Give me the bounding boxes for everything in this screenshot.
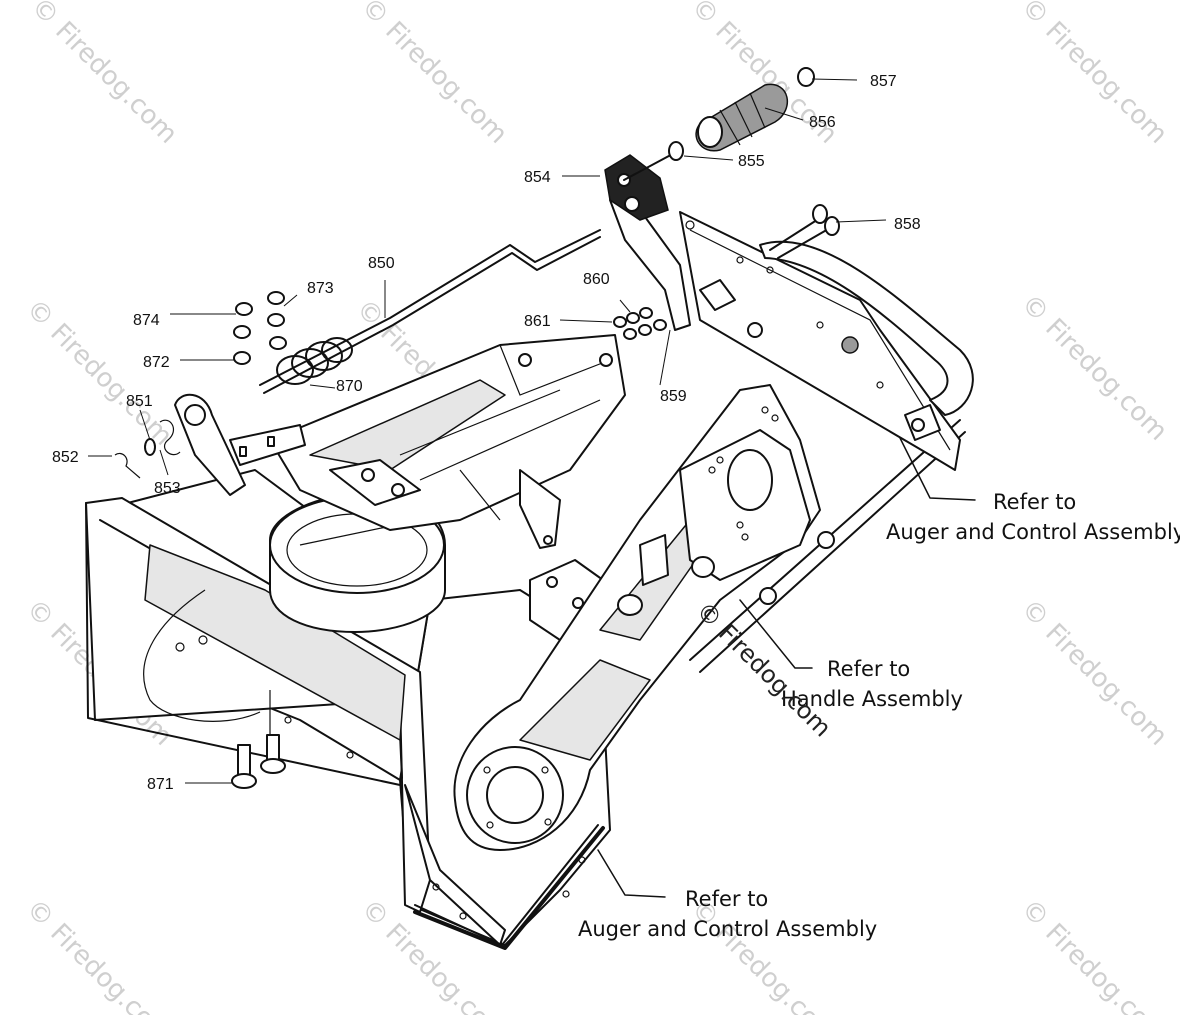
bolts-858 <box>769 204 840 259</box>
label-870: 870 <box>336 378 363 395</box>
watermark-text: © Firedog.com <box>25 0 183 150</box>
watermark-text: © Firedog.com <box>1015 0 1173 150</box>
label-861: 861 <box>524 313 551 330</box>
ref-handle-line2: Handle Assembly <box>781 687 963 711</box>
label-872: 872 <box>143 354 170 371</box>
ref-auger-bottom-line2: Auger and Control Assembly <box>578 917 877 941</box>
label-873: 873 <box>307 280 334 297</box>
small-hardware <box>114 291 667 789</box>
ref-auger-top-line2: Auger and Control Assembly <box>886 520 1180 544</box>
ref-handle-line1: Refer to <box>827 657 910 681</box>
label-874: 874 <box>133 312 160 329</box>
label-858: 858 <box>894 216 921 233</box>
label-853: 853 <box>154 480 181 497</box>
watermark-text: © Firedog.com <box>1015 594 1173 752</box>
label-851: 851 <box>126 393 153 410</box>
label-859: 859 <box>660 388 687 405</box>
watermark-text: © Firedog.com <box>355 0 513 150</box>
label-854: 854 <box>524 169 551 186</box>
label-871: 871 <box>147 776 174 793</box>
label-855: 855 <box>738 153 765 170</box>
watermark-text: © Firedog.com <box>1015 289 1173 447</box>
leader-lines <box>88 78 976 898</box>
top-plate <box>679 211 974 471</box>
drive-arm <box>453 384 821 851</box>
label-850: 850 <box>368 255 395 272</box>
control-lever <box>604 149 691 331</box>
label-856: 856 <box>809 114 836 131</box>
pivot-bracket <box>174 393 306 496</box>
watermark-text: © Firedog.com <box>685 894 843 1015</box>
watermark-text: © Firedog.com <box>20 894 178 1015</box>
label-860: 860 <box>583 271 610 288</box>
ref-auger-bottom-line1: Refer to <box>685 887 768 911</box>
watermark-text: © Firedog.com <box>1015 894 1173 1015</box>
axle-bar <box>689 419 966 673</box>
watermark-center: © Firedog.com <box>691 596 837 742</box>
shift-rod <box>259 229 601 394</box>
ref-auger-top-line1: Refer to <box>993 490 1076 514</box>
gear-frame <box>269 334 626 641</box>
label-852: 852 <box>52 449 79 466</box>
handle-knob <box>668 67 815 161</box>
label-857: 857 <box>870 73 897 90</box>
part-number-labels: 857 856 855 854 858 850 860 873 874 861 … <box>52 73 921 793</box>
reference-labels: Refer to Auger and Control Assembly Refe… <box>578 490 1180 941</box>
